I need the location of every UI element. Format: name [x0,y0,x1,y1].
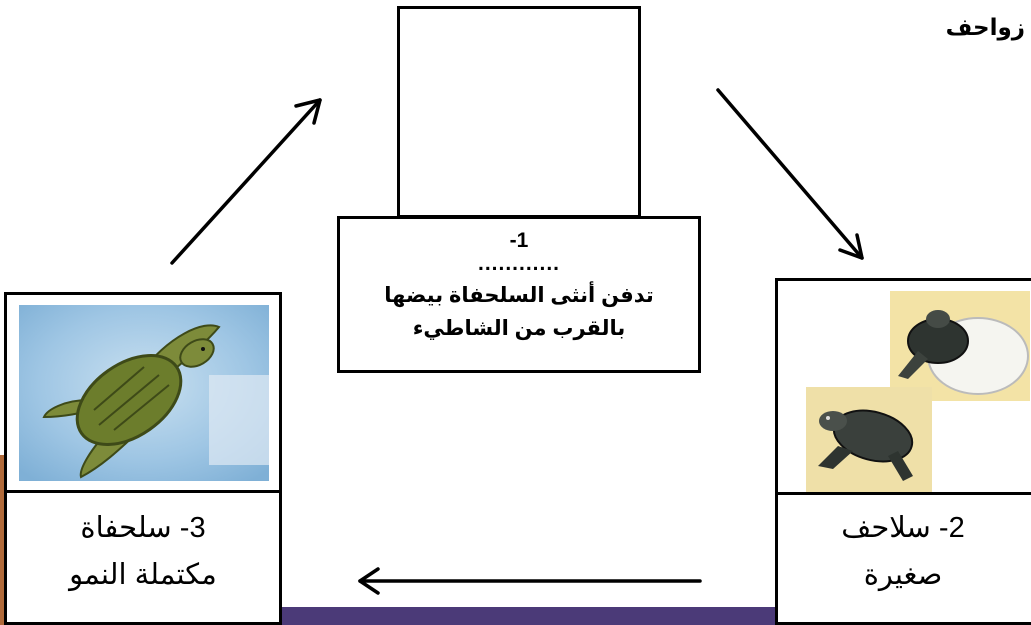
stage3-picture-box [4,292,282,497]
arrow-up-right [170,98,322,265]
stage2-picture-box [775,278,1031,500]
stage3-line2: مكتملة النمو [69,559,217,591]
stage2-line1: 2- سلاحف [841,512,965,544]
stage3-text-box [4,490,282,625]
stage1-number: 1- [509,229,529,252]
title-fragment: زواحف [945,14,1025,40]
stage1-line2: بالقرب من الشاطيء [412,317,626,340]
stage2-line2: صغيرة [863,559,943,591]
arrow-left [358,567,702,595]
adult-turtle-illustration [19,305,269,481]
arrow-down-right [716,88,864,260]
stage1-picture-box [397,6,641,218]
stage3-line1: 3- سلحفاة [80,512,206,544]
stage2-text-box [775,492,1031,625]
stage1-text-box [337,216,701,373]
stage1-line1: تدفن أنثى السلحفاة بيضها [384,284,654,307]
hatchling-turtles-illustration [806,291,1030,497]
stage1-blank: ............ [477,252,560,275]
